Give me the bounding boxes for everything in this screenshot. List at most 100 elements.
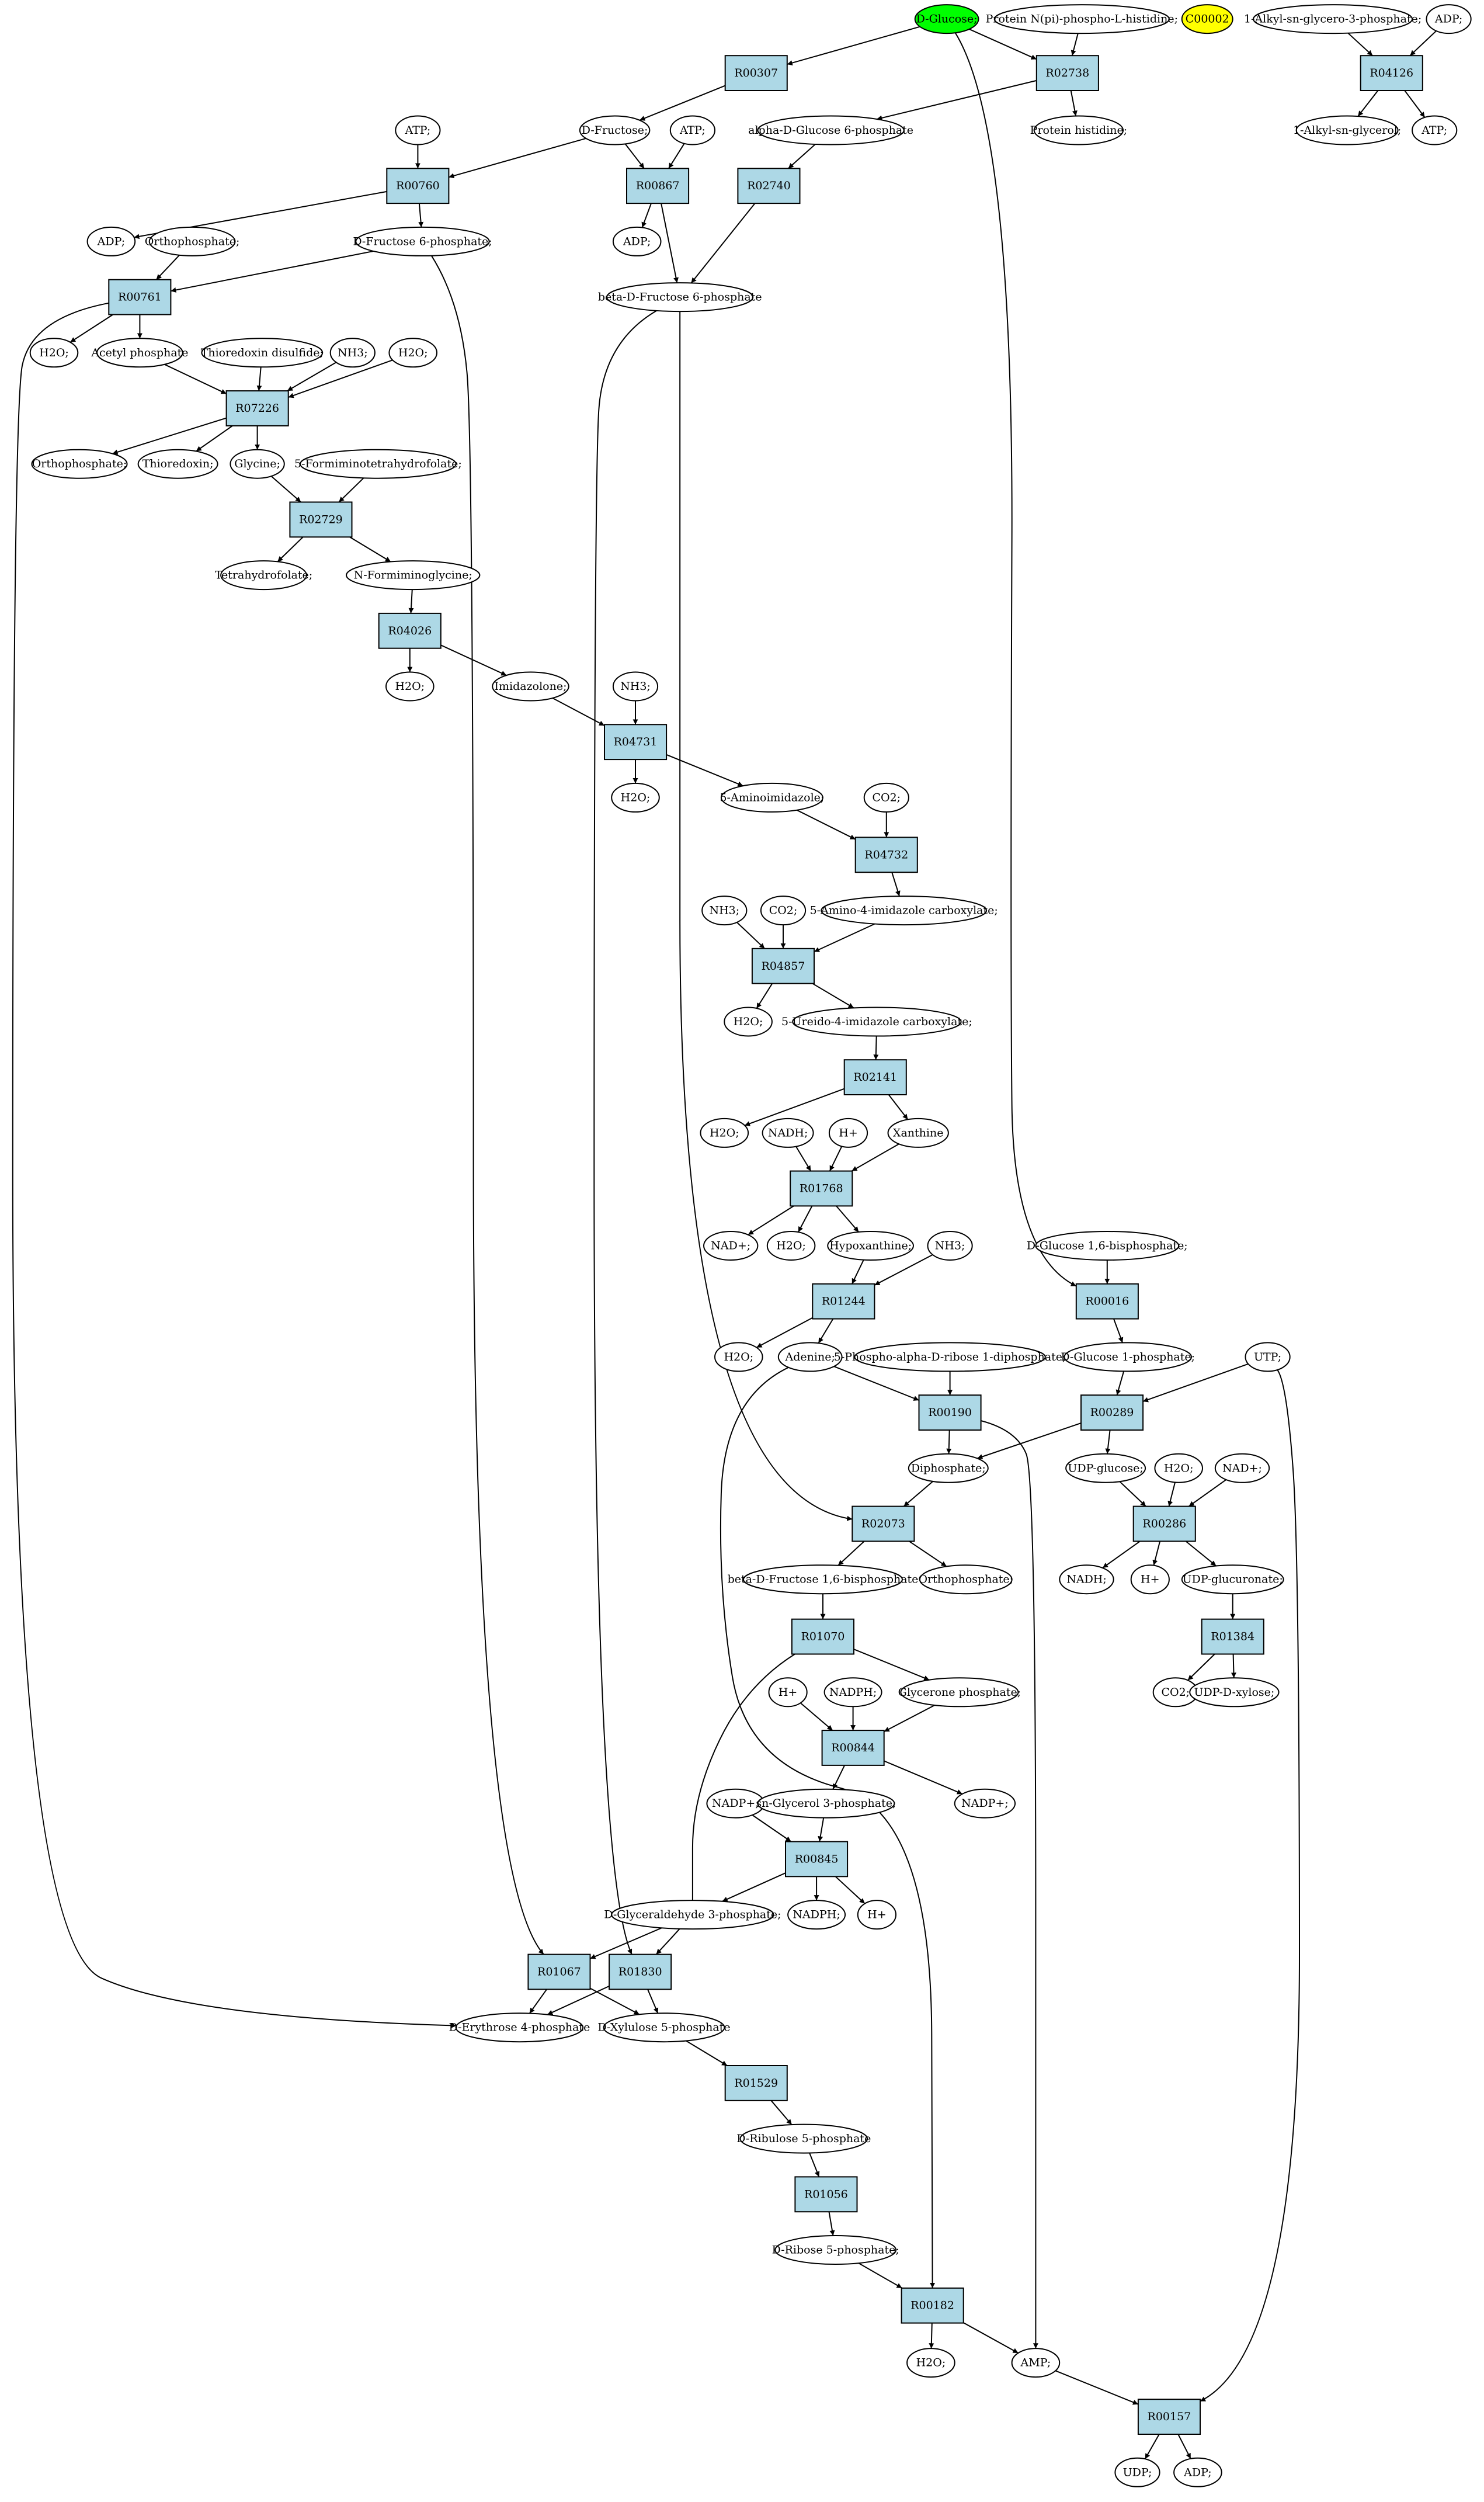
compound-adenine[interactable]: Adenine; [777, 1342, 843, 1372]
compound-prpp[interactable]: 5-Phospho-alpha-D-ribose 1-diphosphate; [834, 1342, 1066, 1372]
compound-adp-b[interactable]: ADP; [612, 226, 662, 256]
reaction-R00845[interactable]: R00845 [785, 1841, 849, 1878]
reaction-R04126[interactable]: R04126 [1360, 55, 1423, 91]
compound-nh3-b[interactable]: NH3; [612, 671, 659, 702]
reaction-R01768[interactable]: R01768 [790, 1170, 853, 1207]
compound-nadph-b[interactable]: NADPH; [787, 1900, 846, 1930]
compound-5aminoimid[interactable]: 5-Aminoimidazole; [720, 782, 824, 813]
compound-adp-c[interactable]: ADP; [1173, 2457, 1222, 2487]
compound-udpglc[interactable]: UDP-glucose; [1065, 1453, 1146, 1483]
compound-dx5p[interactable]: D-Xylulose 5-phosphate [597, 2012, 731, 2043]
compound-glyceronep[interactable]: Glycerone phosphate; [898, 1677, 1021, 1708]
compound-alphag6p[interactable]: alpha-D-Glucose 6-phosphate [748, 115, 913, 145]
reaction-R00761[interactable]: R00761 [108, 279, 172, 315]
compound-nadpplus-a[interactable]: NADP+; [954, 1788, 1016, 1819]
compound-co2-b[interactable]: CO2; [760, 896, 807, 926]
compound-nh3-c[interactable]: NH3; [701, 896, 748, 926]
reaction-R01244[interactable]: R01244 [812, 1283, 875, 1320]
compound-amp[interactable]: AMP; [1011, 2348, 1061, 2378]
reaction-R02729[interactable]: R02729 [289, 501, 353, 538]
compound-hplus-c[interactable]: H+ [768, 1677, 808, 1708]
compound-hypox[interactable]: Hypoxanthine; [827, 1231, 914, 1261]
compound-atp-b[interactable]: ATP; [669, 115, 716, 145]
compound-orthop-c[interactable]: Orthophosphate; [919, 1564, 1014, 1595]
compound-h2o-c[interactable]: H2O; [385, 671, 435, 702]
compound-nadpplus-b[interactable]: NADP+; [706, 1788, 765, 1819]
compound-glycine[interactable]: Glycine; [230, 449, 285, 479]
reaction-R07226[interactable]: R07226 [225, 390, 289, 426]
reaction-R01384[interactable]: R01384 [1201, 1618, 1264, 1655]
reaction-R04732[interactable]: R04732 [854, 837, 918, 873]
compound-h2o-i[interactable]: H2O; [1154, 1453, 1203, 1483]
compound-c00002[interactable]: C00002 [1181, 4, 1233, 34]
compound-utp[interactable]: UTP; [1245, 1342, 1291, 1372]
reaction-R04026[interactable]: R04026 [378, 612, 442, 649]
compound-adp-a[interactable]: ADP; [86, 226, 136, 256]
reaction-R02738[interactable]: R02738 [1035, 55, 1099, 91]
compound-h2o-j[interactable]: H2O; [906, 2348, 955, 2378]
compound-hplus-b[interactable]: H+ [1130, 1564, 1170, 1595]
compound-thiodis[interactable]: Thioredoxin disulfide; [201, 338, 324, 368]
compound-co2-a[interactable]: CO2; [863, 782, 909, 813]
reaction-R00182[interactable]: R00182 [901, 2287, 964, 2324]
reaction-R04731[interactable]: R04731 [604, 724, 668, 761]
compound-acetylp[interactable]: Acetyl phosphate [91, 338, 189, 368]
compound-alkylg3p[interactable]: 1-Alkyl-sn-glycero-3-phosphate; [1244, 4, 1422, 34]
reaction-R00016[interactable]: R00016 [1075, 1283, 1139, 1320]
compound-dru5p[interactable]: D-Ribulose 5-phosphate [736, 2123, 871, 2154]
compound-udpxyl[interactable]: UDP-D-xylose; [1189, 1677, 1280, 1708]
compound-alkylglycerol[interactable]: 1-Alkyl-sn-glycerol; [1293, 115, 1401, 145]
reaction-R00190[interactable]: R00190 [918, 1394, 982, 1431]
compound-udpglcua[interactable]: UDP-glucuronate; [1181, 1564, 1284, 1595]
reaction-R02740[interactable]: R02740 [737, 168, 801, 204]
reaction-R01056[interactable]: R01056 [794, 2176, 858, 2213]
compound-nadh-b[interactable]: NADH; [1059, 1564, 1114, 1595]
compound-5a4ic[interactable]: 5-Amino-4-imidazole carboxylate; [810, 896, 998, 926]
compound-thio[interactable]: Thioredoxin; [137, 449, 218, 479]
compound-dga3p[interactable]: D-Glyceraldehyde 3-phosphate; [604, 1900, 781, 1930]
compound-h2o-g[interactable]: H2O; [766, 1231, 816, 1261]
compound-h2o-a[interactable]: H2O; [29, 338, 79, 368]
reaction-R00286[interactable]: R00286 [1132, 1505, 1196, 1542]
compound-h2o-h[interactable]: H2O; [714, 1342, 763, 1372]
compound-nformgly[interactable]: N-Formiminoglycine; [346, 560, 481, 591]
compound-atp-top[interactable]: ATP; [1412, 115, 1458, 145]
compound-thf[interactable]: Tetrahydrofolate; [215, 560, 312, 591]
compound-xanthine[interactable]: Xanthine [887, 1118, 949, 1148]
compound-nadplus-a[interactable]: NAD+; [703, 1231, 759, 1261]
compound-nadph-a[interactable]: NADPH; [823, 1677, 882, 1708]
compound-dg16bp[interactable]: D-Glucose 1,6-bisphosphate; [1027, 1231, 1188, 1261]
reaction-R00289[interactable]: R00289 [1080, 1394, 1144, 1431]
compound-nadplus-b[interactable]: NAD+; [1214, 1453, 1270, 1483]
compound-hplus-a[interactable]: H+ [828, 1118, 868, 1148]
reaction-R00760[interactable]: R00760 [386, 168, 450, 204]
compound-bf16bp[interactable]: beta-D-Fructose 1,6-bisphosphate [728, 1564, 919, 1595]
compound-bf6p[interactable]: beta-D-Fructose 6-phosphate [598, 282, 762, 313]
compound-protnpi[interactable]: Protein N(pi)-phospho-L-histidine; [986, 4, 1178, 34]
compound-5u4ic[interactable]: 5-Ureido-4-imidazole carboxylate; [781, 1007, 972, 1037]
compound-dr5p[interactable]: D-Ribose 5-phosphate; [772, 2235, 899, 2265]
reaction-R00844[interactable]: R00844 [821, 1730, 885, 1766]
compound-h2o-f[interactable]: H2O; [700, 1118, 749, 1148]
compound-h2o-d[interactable]: H2O; [611, 782, 660, 813]
compound-hplus-d[interactable]: H+ [857, 1900, 897, 1930]
reaction-R01830[interactable]: R01830 [609, 1953, 672, 1990]
reaction-R00157[interactable]: R00157 [1137, 2399, 1201, 2435]
compound-dfructose[interactable]: D-Fructose; [579, 115, 651, 145]
compound-5fthf[interactable]: 5-Formiminotetrahydrofolate; [294, 449, 462, 479]
reaction-R01070[interactable]: R01070 [791, 1618, 855, 1655]
compound-nadh-a[interactable]: NADH; [762, 1118, 814, 1148]
reaction-R04857[interactable]: R04857 [751, 948, 815, 984]
compound-atp-a[interactable]: ATP; [395, 115, 441, 145]
compound-de4p[interactable]: D-Erythrose 4-phosphate [449, 2012, 590, 2043]
compound-udp[interactable]: UDP; [1114, 2457, 1160, 2487]
compound-prothis[interactable]: Protein histidine; [1030, 115, 1127, 145]
compound-adp-top[interactable]: ADP; [1426, 4, 1472, 34]
compound-h2o-b[interactable]: H2O; [388, 338, 438, 368]
compound-h2o-e[interactable]: H2O; [724, 1007, 773, 1037]
compound-imidazolone[interactable]: Imidazolone; [492, 671, 569, 702]
compound-df6p[interactable]: D-Fructose 6-phosphate; [353, 226, 492, 256]
compound-nh3-d[interactable]: NH3; [927, 1231, 973, 1261]
compound-diphos[interactable]: Diphosphate; [908, 1453, 989, 1483]
compound-orthop-a[interactable]: Orthophosphate; [145, 226, 240, 256]
